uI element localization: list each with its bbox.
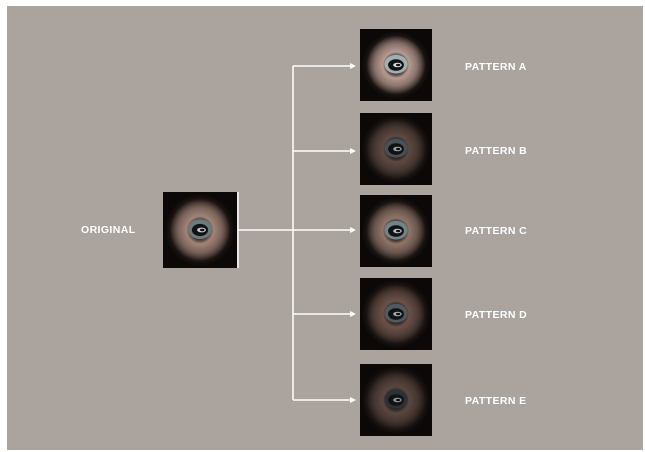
arrowhead-b (350, 148, 356, 154)
pattern-d-label: PATTERN D (465, 309, 528, 321)
pattern-c-label: PATTERN C (465, 225, 528, 237)
original-label: ORIGINAL (81, 224, 136, 236)
pattern-e-label: PATTERN E (465, 395, 527, 407)
arrowhead-c (350, 227, 356, 233)
pattern-d-eye-image (360, 278, 432, 350)
diagram-canvas: ORIGINAL PATTERN A PATTERN B PATTERN C P… (7, 6, 643, 450)
pattern-e-eye-image (360, 364, 432, 436)
arrowhead-a (350, 63, 356, 69)
connector-lines (237, 63, 356, 403)
pattern-a-label: PATTERN A (465, 61, 527, 73)
arrowhead-e (350, 397, 356, 403)
pattern-c-eye-image (360, 195, 432, 267)
pattern-b-label: PATTERN B (465, 145, 528, 157)
arrowhead-d (350, 311, 356, 317)
pattern-a-eye-image (360, 29, 432, 101)
pattern-b-eye-image (360, 113, 432, 185)
original-eye-image (163, 192, 237, 268)
